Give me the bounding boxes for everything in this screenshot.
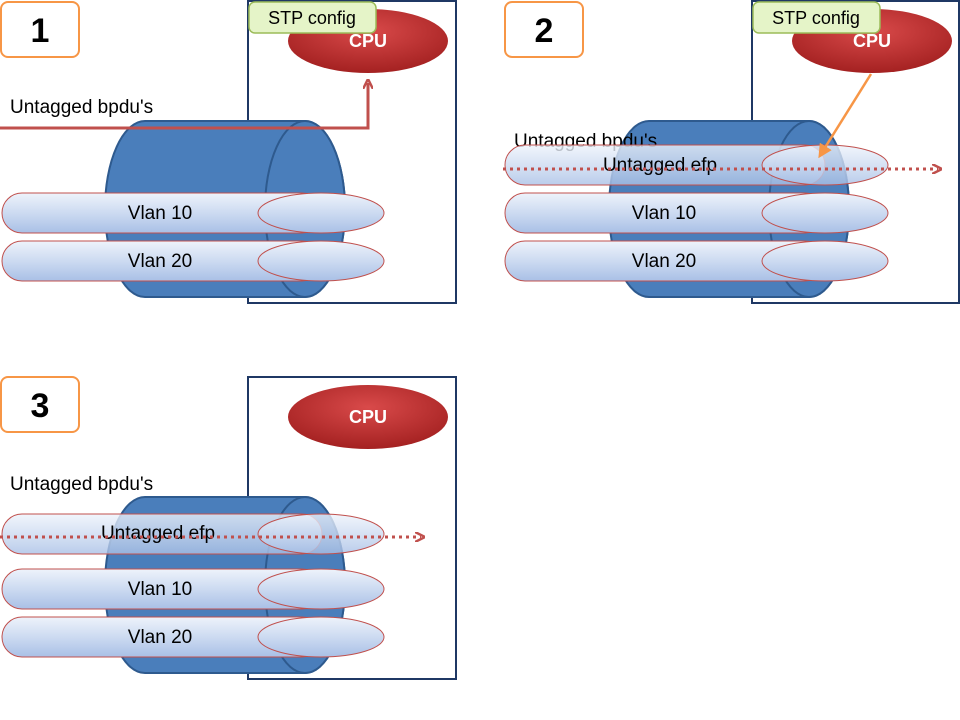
stp-config-badge: STP config bbox=[248, 1, 377, 34]
vlan-10-pipe: Vlan 10 bbox=[1, 192, 385, 234]
stp-config-label: STP config bbox=[268, 8, 356, 28]
step-badge: 3 bbox=[0, 376, 80, 433]
vlan-10-label: Vlan 10 bbox=[632, 203, 696, 224]
cpu-ellipse bbox=[288, 385, 448, 449]
vlan-20-label: Vlan 20 bbox=[128, 627, 192, 648]
step-number: 1 bbox=[31, 12, 50, 50]
step-badge: 2 bbox=[504, 1, 584, 58]
step-badge: 1 bbox=[0, 1, 80, 58]
step-number: 2 bbox=[535, 12, 554, 50]
panel-2: CPU Untagged bpdu's Untagged efp Vlan 10… bbox=[503, 0, 960, 304]
vlan-10-pipe: Vlan 10 bbox=[1, 568, 385, 610]
efp-label: Untagged efp bbox=[101, 523, 215, 544]
panel-3: CPU Untagged bpdu's Untagged efp Vlan 10… bbox=[0, 376, 457, 680]
stp-config-badge: STP config bbox=[752, 1, 881, 34]
vlan-20-label: Vlan 20 bbox=[128, 251, 192, 272]
cpu-label: CPU bbox=[349, 407, 387, 427]
bpdu-to-cpu-arrow bbox=[0, 83, 368, 130]
cpu-label: CPU bbox=[349, 31, 387, 51]
panel-1: CPU Vlan 10 Vlan 20 Untagged bpdu's STP … bbox=[0, 0, 457, 304]
vlan-10-pipe: Vlan 10 bbox=[504, 192, 889, 234]
vlan-20-pipe: Vlan 20 bbox=[1, 616, 385, 658]
efp-pipe: Untagged efp bbox=[504, 144, 889, 186]
stp-config-label: STP config bbox=[772, 8, 860, 28]
efp-pipe: Untagged efp bbox=[1, 513, 385, 555]
vlan-10-label: Vlan 10 bbox=[128, 203, 192, 224]
vlan-20-pipe: Vlan 20 bbox=[1, 240, 385, 282]
cpu-label: CPU bbox=[853, 31, 891, 51]
stp-to-efp-arrow bbox=[818, 73, 873, 159]
vlan-20-pipe: Vlan 20 bbox=[504, 240, 889, 282]
vlan-20-label: Vlan 20 bbox=[632, 251, 696, 272]
efp-label: Untagged efp bbox=[603, 155, 717, 176]
bpdu-label: Untagged bpdu's bbox=[10, 474, 153, 495]
step-number: 3 bbox=[31, 387, 50, 425]
bpdu-label: Untagged bpdu's bbox=[10, 97, 153, 118]
vlan-10-label: Vlan 10 bbox=[128, 579, 192, 600]
